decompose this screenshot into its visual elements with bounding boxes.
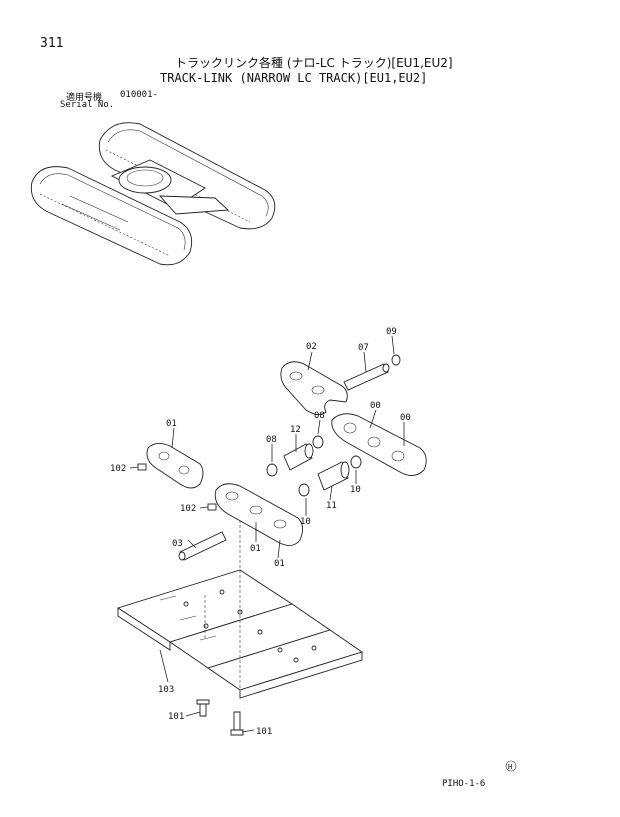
track-pin-03 — [178, 531, 227, 561]
bushing-12 — [283, 443, 314, 471]
callout-08-b: 08 — [266, 435, 277, 445]
seal-10-lower — [298, 483, 310, 497]
callout-03: 03 — [172, 539, 183, 549]
hitachi-copyright-mark: H — [505, 760, 517, 772]
callout-102-b: 102 — [180, 504, 196, 514]
bolt-101-a — [196, 699, 210, 717]
callout-103: 103 — [158, 685, 174, 695]
undercarriage-illustration — [30, 122, 276, 266]
callout-102-a: 102 — [110, 464, 126, 474]
nut-102-a — [137, 463, 147, 471]
callout-12: 12 — [290, 425, 301, 435]
svg-text:H: H — [508, 763, 512, 771]
serial-label-japanese: 適用号機 — [66, 93, 103, 103]
track-shoe-plates — [116, 520, 364, 699]
page-code: PIHO-1-6 — [442, 779, 486, 789]
callout-00-a: 00 — [370, 401, 381, 411]
callout-10-b: 10 — [300, 517, 311, 527]
callout-07: 07 — [358, 343, 369, 353]
ring-09 — [391, 354, 401, 366]
title-english: TRACK-LINK (NARROW LC TRACK)[EU1,EU2] — [160, 71, 428, 85]
seal-10-upper — [350, 455, 362, 469]
serial-label-english: Serial No. — [60, 100, 115, 110]
callout-08-a: 08 — [314, 411, 325, 421]
bolt-101-b — [230, 711, 244, 736]
callout-10-a: 10 — [350, 485, 361, 495]
callout-01-b: 01 — [250, 544, 261, 554]
leader-lines — [129, 335, 405, 733]
bushing-11 — [317, 461, 350, 491]
page-number: 311 — [40, 36, 64, 51]
track-pin-07 — [343, 363, 390, 391]
callout-101-b: 101 — [256, 727, 272, 737]
track-link-01-left — [146, 443, 204, 489]
track-link-02 — [280, 361, 348, 415]
track-link-00 — [331, 413, 427, 476]
callout-101-a: 101 — [168, 712, 184, 722]
callout-02: 02 — [306, 342, 317, 352]
callout-09: 09 — [386, 327, 397, 337]
callout-01-c: 01 — [274, 559, 285, 569]
serial-number: 010001- — [120, 90, 158, 100]
nut-102-b — [207, 503, 217, 511]
track-link-01-center — [214, 483, 303, 546]
seal-08-upper — [312, 435, 324, 449]
callout-11: 11 — [326, 501, 337, 511]
callout-00-b: 00 — [400, 413, 411, 423]
seal-08-lower — [266, 463, 278, 477]
callout-01-a: 01 — [166, 419, 177, 429]
title-japanese: トラックリンク各種 (ナロ-LC トラック)[EU1,EU2] — [175, 56, 453, 70]
